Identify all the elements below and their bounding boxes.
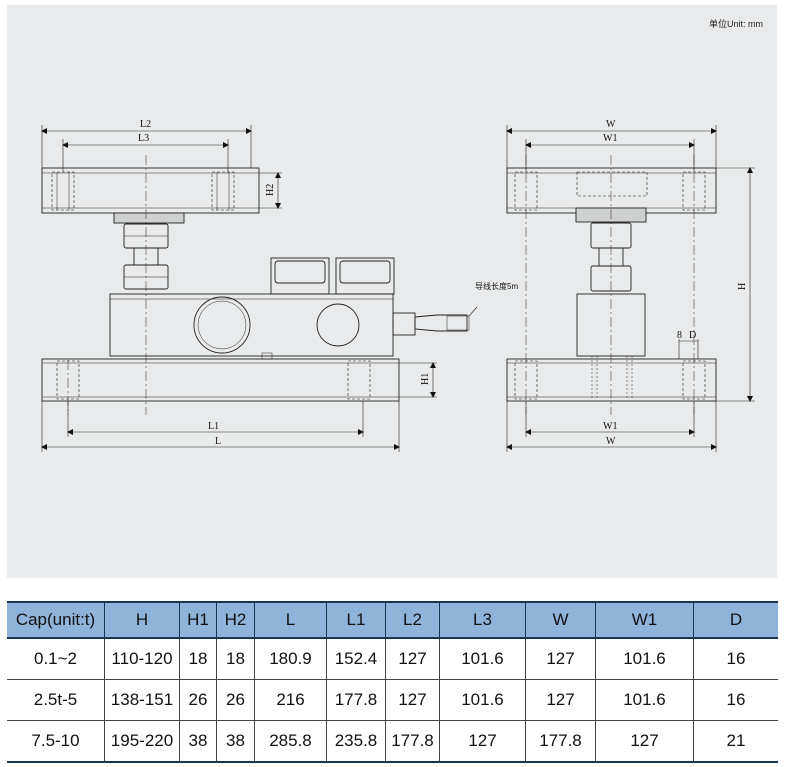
dim-W1-top: W1	[603, 133, 617, 144]
junction-box-left	[270, 257, 330, 295]
header-L1: L1	[326, 601, 386, 639]
cell-cap: 0.1~2	[7, 638, 105, 680]
cell-D: 16	[693, 679, 778, 721]
header-D: D	[693, 601, 778, 639]
front-bottom-plate	[41, 358, 400, 402]
unit-note: 单位Unit: mm	[708, 19, 763, 29]
dim-L: L	[215, 436, 221, 447]
cell-W: 177.8	[525, 720, 596, 763]
front-top-plate	[41, 167, 260, 214]
header-L: L	[254, 601, 327, 639]
technical-drawing: 单位Unit: mm	[7, 5, 777, 578]
cell-L2: 127	[385, 679, 440, 721]
cell-L2: 127	[385, 638, 440, 680]
cell-L3: 127	[439, 720, 526, 763]
dim-L3: L3	[138, 133, 149, 144]
cell-L1: 235.8	[326, 720, 386, 763]
cell-W1: 101.6	[595, 679, 694, 721]
cable-length-note: 导线长度5m	[475, 281, 518, 291]
dim-L2: L2	[140, 119, 151, 130]
cell-H2: 38	[216, 720, 255, 763]
junction-box-right	[335, 257, 395, 295]
dim-W-bottom: W	[606, 436, 616, 447]
cell-H2: 18	[216, 638, 255, 680]
side-bottom-plate	[506, 358, 717, 402]
cell-L3: 101.6	[439, 638, 526, 680]
cell-cap: 7.5-10	[7, 720, 105, 763]
cable-gland	[392, 312, 416, 336]
cell-H1: 38	[179, 720, 217, 763]
cell-H: 110-120	[104, 638, 180, 680]
cell-L3: 101.6	[439, 679, 526, 721]
cell-H1: 18	[179, 638, 217, 680]
cell-H1: 26	[179, 679, 217, 721]
front-beam-body	[109, 293, 394, 357]
header-H1: H1	[179, 601, 217, 639]
dim-H1: H1	[420, 373, 431, 385]
cell-L: 285.8	[254, 720, 327, 763]
dim-D: D	[689, 330, 696, 341]
dim-H: H	[737, 283, 748, 290]
cell-L1: 152.4	[326, 638, 386, 680]
dim-W-top: W	[606, 119, 616, 130]
cell-L2: 177.8	[385, 720, 440, 763]
cell-D: 16	[693, 638, 778, 680]
header-W: W	[525, 601, 596, 639]
dim-H2: H2	[265, 184, 276, 196]
header-H: H	[104, 601, 180, 639]
cell-H: 138-151	[104, 679, 180, 721]
cell-W: 127	[525, 638, 596, 680]
table-row: 7.5-10 195-220 38 38 285.8 235.8 177.8 1…	[7, 720, 778, 763]
drawing-svg: L2 L3 H2 H1 L1 L 导线长度5m W W1 H 8 D W1 W	[41, 119, 755, 452]
cell-H: 195-220	[104, 720, 180, 763]
dim-L1: L1	[208, 421, 219, 432]
cell-cap: 2.5t-5	[7, 679, 105, 721]
header-W1: W1	[595, 601, 694, 639]
side-top-plate	[506, 167, 717, 214]
cell-D: 21	[693, 720, 778, 763]
cell-W: 127	[525, 679, 596, 721]
cell-H2: 26	[216, 679, 255, 721]
dim-W1-bottom: W1	[603, 421, 617, 432]
header-cap: Cap(unit:t)	[7, 601, 105, 639]
spec-table-header-row: Cap(unit:t) H H1 H2 L L1 L2 L3 W W1 D	[7, 601, 778, 639]
table-row: 2.5t-5 138-151 26 26 216 177.8 127 101.6…	[7, 679, 778, 721]
cell-L: 216	[254, 679, 327, 721]
cell-L1: 177.8	[326, 679, 386, 721]
front-beam-gauge	[316, 303, 360, 347]
header-L3: L3	[439, 601, 526, 639]
cell-W1: 127	[595, 720, 694, 763]
dim-8: 8	[677, 330, 682, 341]
cell-W1: 101.6	[595, 638, 694, 680]
header-L2: L2	[385, 601, 440, 639]
table-row: 0.1~2 110-120 18 18 180.9 152.4 127 101.…	[7, 638, 778, 680]
cell-L: 180.9	[254, 638, 327, 680]
front-beam-hole	[193, 296, 251, 354]
spec-table: Cap(unit:t) H H1 H2 L L1 L2 L3 W W1 D 0.…	[7, 601, 778, 763]
header-H2: H2	[216, 601, 255, 639]
